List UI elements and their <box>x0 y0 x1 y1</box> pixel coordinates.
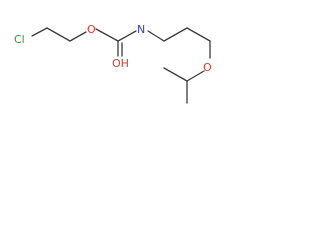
molecule-svg: Cl O OH N O <box>14 23 212 104</box>
bond-cl-c1 <box>31 27 48 37</box>
bond-c1-c2 <box>46 27 71 42</box>
chlorine-label: Cl <box>14 33 25 46</box>
bond-c7-c9 <box>163 67 188 82</box>
bond-o2-c7 <box>186 70 205 82</box>
bond-c5-c6 <box>186 27 211 42</box>
bond-c3-n <box>117 30 137 42</box>
bond-o1-c3 <box>95 28 119 42</box>
nitrogen-label: N <box>137 23 145 36</box>
bond-c4-c5 <box>163 27 188 42</box>
bond-c2-o1 <box>69 31 87 42</box>
structure-diagram: Cl O OH N O <box>0 0 231 121</box>
bond-n-c4 <box>147 30 165 42</box>
ester-oxygen-label: O <box>87 23 96 36</box>
ether-oxygen-label: O <box>203 61 212 74</box>
hydroxyl-label: OH <box>112 57 129 70</box>
bonds <box>31 27 211 104</box>
atom-labels: Cl O OH N O <box>14 23 212 74</box>
